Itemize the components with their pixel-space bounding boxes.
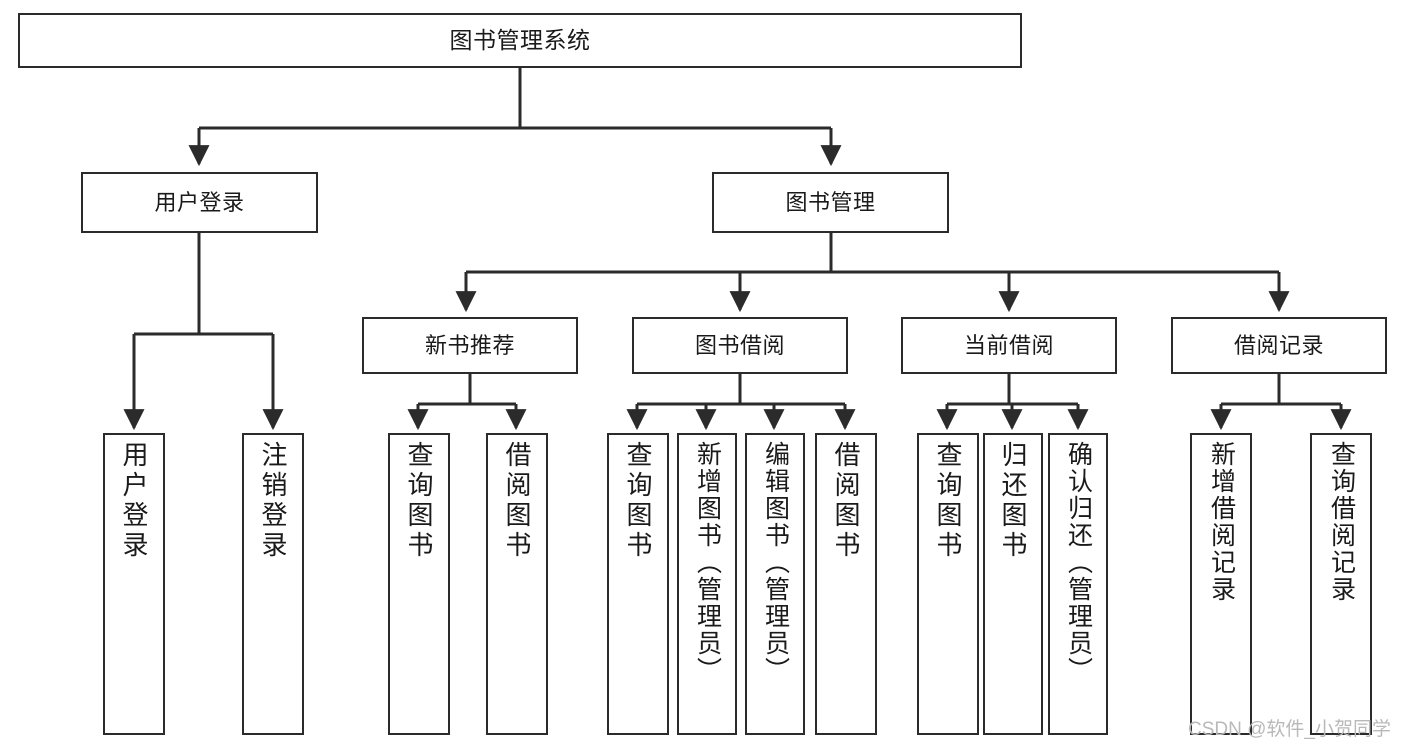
- leaf-confirm-return-admin[interactable]: 确认归还（管理员）: [1048, 433, 1108, 735]
- node-label: 用户登录: [154, 189, 245, 215]
- node-label: 确认归还（管理员）: [1064, 441, 1093, 684]
- node-label: 查询图书: [404, 441, 434, 561]
- leaf-borrow-book-recommend[interactable]: 借阅图书: [486, 433, 548, 735]
- node-label: 查询图书: [623, 441, 653, 561]
- node-user-login[interactable]: 用户登录: [81, 172, 318, 233]
- node-book-management[interactable]: 图书管理: [712, 172, 949, 233]
- node-label: 借阅图书: [831, 441, 861, 561]
- node-label: 借阅记录: [1233, 332, 1324, 358]
- leaf-query-book-current[interactable]: 查询图书: [917, 433, 979, 735]
- node-label: 图书管理系统: [449, 27, 591, 54]
- node-label: 注销登录: [258, 441, 288, 561]
- node-current-borrow[interactable]: 当前借阅: [901, 317, 1117, 374]
- leaf-add-book-admin[interactable]: 新增图书（管理员）: [677, 433, 737, 735]
- leaf-logout[interactable]: 注销登录: [242, 433, 304, 735]
- leaf-query-book-recommend[interactable]: 查询图书: [388, 433, 450, 735]
- csdn-watermark: CSDN @软件_小贺同学: [1188, 719, 1391, 740]
- node-label: 图书管理: [785, 189, 876, 215]
- node-borrow-record[interactable]: 借阅记录: [1171, 317, 1387, 374]
- leaf-edit-book-admin[interactable]: 编辑图书（管理员）: [745, 433, 805, 735]
- node-label: 当前借阅: [963, 332, 1054, 358]
- node-label: 新书推荐: [424, 332, 515, 358]
- node-new-book-recommend[interactable]: 新书推荐: [362, 317, 578, 374]
- leaf-add-borrow-record[interactable]: 新增借阅记录: [1190, 433, 1252, 735]
- node-root-system[interactable]: 图书管理系统: [18, 13, 1022, 68]
- node-label: 用户登录: [119, 441, 149, 561]
- leaf-borrow-book[interactable]: 借阅图书: [815, 433, 877, 735]
- node-label: 借阅图书: [502, 441, 532, 561]
- node-label: 新增借阅记录: [1207, 441, 1236, 603]
- node-book-borrow[interactable]: 图书借阅: [632, 317, 848, 374]
- node-label: 查询借阅记录: [1327, 441, 1356, 603]
- node-label: 归还图书: [998, 441, 1028, 561]
- node-label: 编辑图书（管理员）: [761, 441, 790, 684]
- leaf-user-login[interactable]: 用户登录: [103, 433, 165, 735]
- leaf-return-book[interactable]: 归还图书: [983, 433, 1043, 735]
- leaf-query-book-borrow[interactable]: 查询图书: [607, 433, 669, 735]
- node-label: 新增图书（管理员）: [693, 441, 722, 684]
- leaf-query-borrow-record[interactable]: 查询借阅记录: [1310, 433, 1372, 735]
- node-label: 图书借阅: [694, 332, 785, 358]
- node-label: 查询图书: [933, 441, 963, 561]
